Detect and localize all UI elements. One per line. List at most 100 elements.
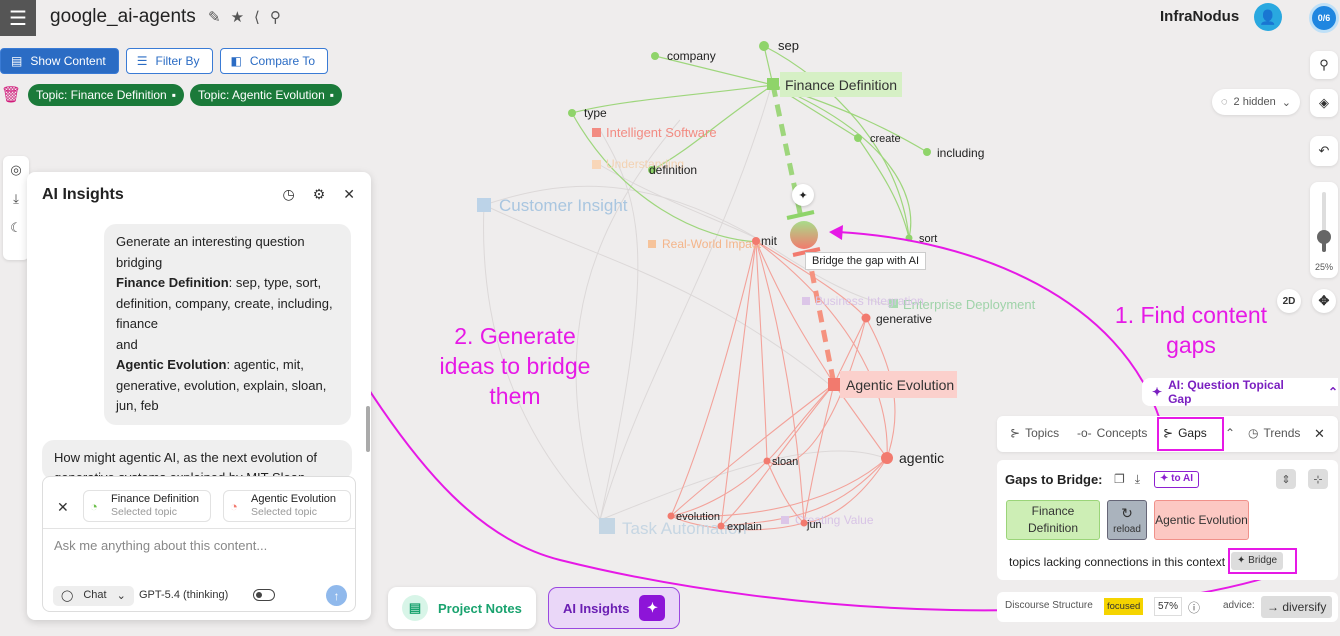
customer-insight-node[interactable] <box>477 198 491 212</box>
business-integration-node[interactable] <box>802 297 810 305</box>
ai-insights-button[interactable]: AI Insights ✦ <box>548 587 681 629</box>
selected-topic-chip[interactable]: ◔ Finance Definition Selected topic <box>83 490 211 522</box>
model-selector[interactable]: GPT-5.4 (thinking) <box>139 589 229 601</box>
understanding-node[interactable] <box>592 160 601 169</box>
node-label-generative: generative <box>876 312 932 326</box>
thinking-toggle[interactable] <box>253 589 275 601</box>
node-type[interactable] <box>568 109 576 117</box>
chevron-down-icon: ⌄ <box>1281 96 1291 109</box>
node-jun[interactable] <box>800 519 808 527</box>
node-evolution[interactable] <box>667 512 675 520</box>
moon-icon[interactable]: ☾ <box>10 220 22 235</box>
progress-badge[interactable]: 0/6 <box>1309 3 1339 33</box>
tab-topics[interactable]: ⊱Topics <box>1010 426 1059 440</box>
faded-topic-labels: Customer Insight Task Automation <box>477 196 747 538</box>
chevron-up-icon[interactable]: ⌃ <box>1225 426 1236 440</box>
gap-topic-b[interactable]: Agentic Evolution <box>1154 500 1249 540</box>
undo-icon[interactable]: ↶ <box>1310 136 1338 166</box>
zoom-handle[interactable] <box>1317 230 1331 244</box>
reload-button[interactable]: ↻ reload <box>1107 500 1147 540</box>
node-label-type: type <box>584 106 607 120</box>
finance-edges <box>571 45 928 243</box>
finance-topic-node[interactable] <box>767 78 779 90</box>
intelligent-software-node[interactable] <box>592 128 601 137</box>
tab-gaps[interactable]: ⊱Gaps <box>1163 426 1207 440</box>
search-icon[interactable]: ⚲ <box>1310 51 1338 79</box>
history-icon[interactable]: ◷ <box>282 186 295 202</box>
view-2d-button[interactable]: 2D <box>1277 289 1301 313</box>
tab-concepts[interactable]: -o-Concepts <box>1077 426 1147 440</box>
node-sep[interactable] <box>759 41 769 51</box>
node-create[interactable] <box>854 134 862 142</box>
enterprise-deployment-node[interactable] <box>889 299 898 308</box>
to-ai-button[interactable]: ✦ to AI <box>1154 471 1200 488</box>
trash-icon[interactable]: ▪ <box>171 88 176 102</box>
project-notes-button[interactable]: ▤ Project Notes <box>388 587 536 629</box>
scrollbar[interactable] <box>366 406 370 452</box>
bridge-button[interactable]: ✦ Bridge <box>1231 552 1284 570</box>
node-generative[interactable] <box>861 313 871 323</box>
node-including[interactable] <box>923 148 931 156</box>
share-icon[interactable]: ⟨ <box>254 9 260 26</box>
fullscreen-icon[interactable]: ✥ <box>1312 289 1336 313</box>
info-icon[interactable]: ⓘ <box>1188 601 1201 615</box>
globe-icon[interactable]: ◎ <box>10 162 22 177</box>
location-icon[interactable]: ⚲ <box>269 9 281 26</box>
tab-trends[interactable]: ◷Trends <box>1248 426 1300 440</box>
node-sloan[interactable] <box>763 457 771 465</box>
show-content-button[interactable]: ▤ Show Content <box>0 48 119 74</box>
faded-label: Understanding <box>606 157 684 171</box>
trash-icon[interactable]: ▪ <box>329 88 335 102</box>
pencil-icon[interactable]: ✎ <box>208 9 221 26</box>
layers-icon[interactable]: ◈ <box>1310 89 1338 117</box>
node-mit[interactable] <box>752 237 760 245</box>
prompt-input[interactable]: Ask me anything about this content... <box>54 538 268 553</box>
expand-icon[interactable]: ⇕ <box>1276 469 1296 489</box>
hidden-nodes-toggle[interactable]: ◌ 2 hidden ⌄ <box>1212 89 1300 115</box>
node-label-definition: definition <box>649 163 697 177</box>
concepts-icon: -o- <box>1077 426 1092 440</box>
brand-name[interactable]: InfraNodus <box>1160 8 1240 25</box>
download-icon[interactable]: ⤓ <box>1134 472 1141 486</box>
topic-chip[interactable]: Topic: Agentic Evolution ▪ <box>190 84 343 106</box>
node-company[interactable] <box>651 52 659 60</box>
node-explain[interactable] <box>717 522 725 530</box>
send-button[interactable]: ↑ <box>326 585 347 606</box>
graph-title[interactable]: google_ai-agents <box>50 6 196 27</box>
faded-label: Creating Value <box>795 513 874 527</box>
node-agentic[interactable] <box>881 452 893 464</box>
node-label-sort: sort <box>919 233 937 245</box>
discourse-label: Discourse Structure <box>1005 600 1093 611</box>
collapse-icon[interactable]: ⊹ <box>1308 469 1328 489</box>
zoom-slider[interactable]: 25% <box>1310 182 1338 278</box>
node-definition[interactable] <box>648 166 656 174</box>
zoom-label: 25% <box>1314 262 1333 272</box>
diversify-button[interactable]: → diversify <box>1261 596 1333 618</box>
user-icon[interactable]: 👤 <box>1254 3 1282 31</box>
question-gap-header[interactable]: ✦ AI: Question Topical Gap ⌃ <box>1142 378 1338 406</box>
close-icon[interactable]: ✕ <box>343 186 355 202</box>
compare-to-button[interactable]: ◧ Compare To <box>219 48 329 74</box>
hamburger-icon[interactable]: ☰ <box>0 0 36 36</box>
gap-node[interactable] <box>790 221 818 249</box>
gap-topic-a[interactable]: Finance Definition <box>1006 500 1100 540</box>
download-icon[interactable]: ⤓ <box>13 191 19 206</box>
filter-by-button[interactable]: ☰ Filter By <box>125 48 213 74</box>
topic-chip[interactable]: Topic: Finance Definition ▪ <box>28 84 184 106</box>
close-icon[interactable]: ✕ <box>57 499 69 515</box>
mode-select[interactable]: ◯ Chat ⌄ <box>53 586 134 606</box>
creating-value-node[interactable] <box>781 516 789 524</box>
gear-icon[interactable]: ⚙ <box>312 186 326 202</box>
agentic-topic-node[interactable] <box>828 378 841 391</box>
copy-icon[interactable]: ❐ <box>1114 472 1125 486</box>
gaps-title: Gaps to Bridge: <box>1005 472 1103 487</box>
chevron-up-icon[interactable]: ⌃ <box>1327 385 1338 399</box>
real-world-impact-node[interactable] <box>648 240 656 248</box>
task-automation-node[interactable] <box>599 518 615 534</box>
trash-icon[interactable]: 🗑 <box>0 87 22 104</box>
ai-sparkle-icon[interactable]: ✦ <box>792 184 814 206</box>
close-icon[interactable]: ✕ <box>1314 426 1325 441</box>
selected-topic-chip[interactable]: ◔ Agentic Evolution Selected topic <box>223 490 351 522</box>
star-icon[interactable]: ★ <box>230 9 245 26</box>
